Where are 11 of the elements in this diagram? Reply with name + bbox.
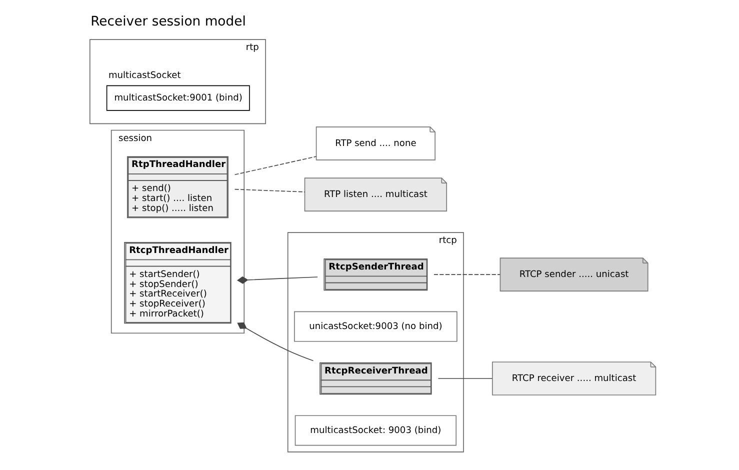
connector <box>234 156 317 176</box>
connector <box>438 378 493 379</box>
connector <box>234 188 306 192</box>
node-box: multicastSocket:9001 (bind) <box>106 85 250 111</box>
node-box: multicastSocket: 9003 (bind) <box>294 415 457 446</box>
node-box: unicastSocket:9003 (no bind) <box>294 311 458 342</box>
diagram-title: Receiver session model <box>90 14 246 30</box>
connector <box>434 274 500 275</box>
node-label: multicastSocket <box>108 71 181 82</box>
connector <box>237 322 314 362</box>
connector <box>236 276 318 284</box>
